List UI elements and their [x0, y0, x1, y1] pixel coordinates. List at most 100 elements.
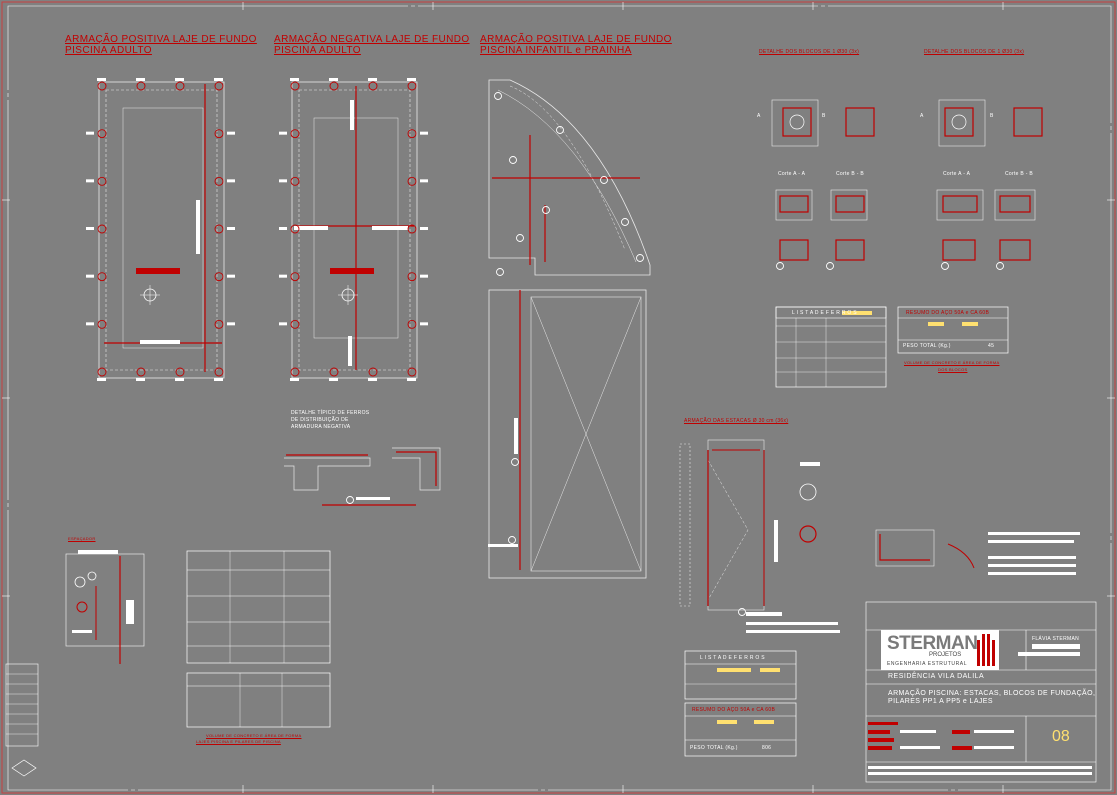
- marker-tag: [227, 179, 235, 183]
- table-left-lists: [186, 550, 331, 728]
- peso-1-label: PESO TOTAL (Kg.): [903, 343, 951, 349]
- pile-marker: [826, 262, 834, 270]
- pile-marker: [97, 224, 107, 234]
- marker-tag: [420, 179, 428, 183]
- marker-tag: [175, 78, 184, 81]
- volume-2-line2: LAJES PISCINA E PILARES DE PISCINA: [196, 739, 281, 744]
- pile-marker: [407, 129, 417, 139]
- pile-marker: [636, 254, 644, 262]
- pile-marker: [346, 496, 354, 504]
- title-positive-adult-line1: ARMAÇÃO POSITIVA LAJE DE FUNDO: [65, 34, 257, 45]
- marker-tag: [420, 322, 428, 326]
- pile-marker: [97, 319, 107, 329]
- marker-tag: [290, 378, 299, 381]
- title-piles: ARMAÇÃO DAS ESTACAS Ø 30 cm (36x): [684, 418, 789, 424]
- pile-marker: [368, 367, 378, 377]
- peso-2-label: PESO TOTAL (Kg.): [690, 745, 738, 751]
- title-blocks-detail-2: DETALHE DOS BLOCOS DE 1 Ø30 (3x): [924, 49, 1025, 55]
- pile-marker: [214, 272, 224, 282]
- cut-aa-1: Corte A - A: [778, 171, 806, 177]
- marker-tag: [329, 378, 338, 381]
- company-sub: PROJETOS: [929, 652, 962, 658]
- peso-2-value: 806: [762, 745, 772, 751]
- marker-tag: [86, 322, 94, 326]
- cut-aa-2: Corte A - A: [943, 171, 971, 177]
- marker-tag: [136, 378, 145, 381]
- pile-marker: [329, 367, 339, 377]
- pile-marker: [214, 129, 224, 139]
- title-typical-detail-line1: DETALHE TÍPICO DE FERROS: [291, 410, 370, 416]
- pile-marker: [509, 156, 517, 164]
- pile-marker: [511, 458, 519, 466]
- project-name: RESIDÊNCIA VILA DALILA: [888, 673, 985, 680]
- pile-marker: [290, 272, 300, 282]
- pile-marker: [136, 367, 146, 377]
- sheet-number: 08: [1052, 728, 1070, 745]
- company-logo: STERMAN PROJETOS ENGENHARIA ESTRUTURAL: [881, 630, 999, 670]
- title-typical-detail-line2: DE DISTRIBUIÇÃO DE: [291, 417, 349, 423]
- marker-tag: [97, 78, 106, 81]
- sheet-description-line2: PILARES PP1 A PP5 e LAJES: [888, 698, 993, 705]
- pile-marker: [290, 129, 300, 139]
- pile-marker: [407, 176, 417, 186]
- pile-marker: [214, 319, 224, 329]
- pile-marker: [776, 262, 784, 270]
- pile-marker: [136, 81, 146, 91]
- marker-tag: [368, 78, 377, 81]
- marker-tag: [407, 378, 416, 381]
- table-resumo-1: [897, 306, 1009, 354]
- peso-1-value: 45: [988, 343, 995, 349]
- pile-marker: [738, 608, 746, 616]
- table-resumo-1-title: RESUMO DO AÇO 50A e CA 60B: [906, 310, 990, 316]
- marker-tag: [86, 227, 94, 230]
- plan-positive-adult: [98, 81, 225, 379]
- pile-marker: [407, 367, 417, 377]
- marker-tag: [86, 274, 94, 278]
- pile-marker: [214, 224, 224, 234]
- pile-marker: [97, 272, 107, 282]
- pile-marker: [97, 176, 107, 186]
- marker-tag: [407, 78, 416, 81]
- pile-marker: [407, 319, 417, 329]
- pile-marker: [368, 81, 378, 91]
- marker-tag: [420, 131, 428, 135]
- table-resumo-2-title: RESUMO DO AÇO 50A e CA 60B: [692, 707, 776, 713]
- pile-marker: [214, 176, 224, 186]
- logo-mark-icon: [977, 634, 995, 666]
- table-ferros-2-title: L I S T A D E F E R R O S: [700, 655, 765, 661]
- pile-marker: [516, 234, 524, 242]
- marker-tag: [279, 131, 287, 135]
- engineer-name: FLÁVIA STERMAN: [1032, 636, 1079, 642]
- plan-positive-child: [488, 79, 651, 579]
- pile-marker: [996, 262, 1004, 270]
- title-spacer: ESPAÇADOR: [68, 536, 96, 541]
- pile-marker: [556, 126, 564, 134]
- pile-markers: [86, 78, 1004, 616]
- title-negative-adult-line1: ARMAÇÃO NEGATIVA LAJE DE FUNDO: [274, 34, 470, 45]
- title-typical-detail-line3: ARMADURA NEGATIVA: [291, 424, 351, 430]
- section-detail: [875, 529, 1080, 575]
- title-positive-child-line1: ARMAÇÃO POSITIVA LAJE DE FUNDO: [480, 34, 672, 45]
- pile-marker: [290, 176, 300, 186]
- pile-marker: [496, 268, 504, 276]
- cut-mark-b-2: B: [990, 113, 994, 119]
- plan-negative-adult: [291, 81, 418, 379]
- block-details: [771, 99, 1043, 261]
- pile-marker: [600, 176, 608, 184]
- pile-detail: [679, 439, 840, 633]
- typical-detail: [284, 447, 441, 506]
- pile-marker: [941, 262, 949, 270]
- cut-mark-b-1: B: [822, 113, 826, 119]
- table-ferros-1: [775, 306, 887, 388]
- company-tagline: ENGENHARIA ESTRUTURAL: [887, 661, 968, 667]
- table-resumo-2: [684, 702, 797, 757]
- marker-tag: [214, 78, 223, 81]
- marker-tag: [329, 78, 338, 81]
- marker-tag: [227, 322, 235, 326]
- sheet-description-line1: ARMAÇÃO PISCINA: ESTACAS, BLOCOS DE FUND…: [888, 690, 1096, 697]
- revision-table: [5, 663, 39, 777]
- marker-tag: [136, 78, 145, 81]
- table-ferros-1-title: L I S T A D E F E R R O S: [792, 310, 857, 316]
- marker-tag: [86, 179, 94, 183]
- marker-tag: [279, 274, 287, 278]
